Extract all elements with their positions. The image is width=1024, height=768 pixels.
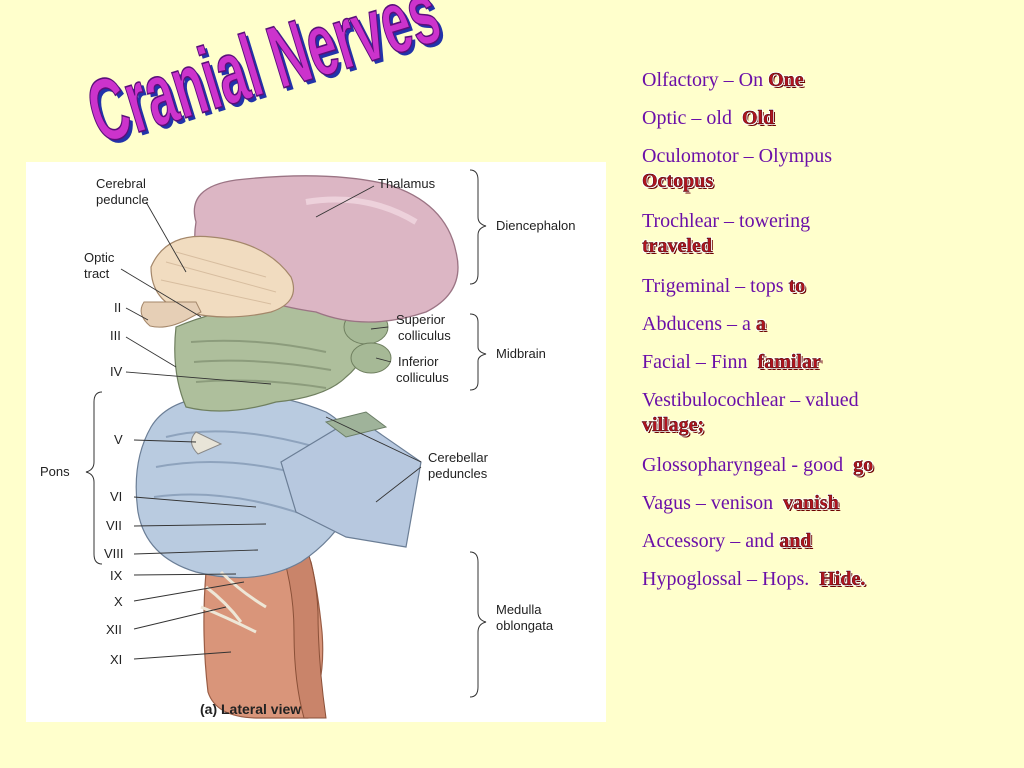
mnemonic-word: a — [755, 313, 766, 335]
label-cerebral-peduncle-2: peduncle — [96, 192, 149, 207]
label-superior-colliculus-1: Superior — [396, 312, 446, 327]
slide-title-text: Cranial Nerves — [77, 0, 451, 163]
label-cerebellar-peduncles-1: Cerebellar — [428, 450, 489, 465]
label-pons: Pons — [40, 464, 70, 479]
nerve-text: Glossopharyngeal - good — [642, 454, 844, 476]
label-xii: XII — [106, 622, 122, 637]
nerve-text: Trigeminal – tops — [642, 275, 784, 297]
mnemonic-row: Hypoglossal – Hops. Hide. — [642, 567, 1017, 592]
mnemonic-row: Trigeminal – tops to — [642, 274, 1017, 299]
mnemonic-row: Facial – Finn familar — [642, 350, 1017, 375]
mnemonic-list: Olfactory – On One Optic – old Old Oculo… — [642, 68, 1017, 605]
label-viii: VIII — [104, 546, 124, 561]
label-ii: II — [114, 300, 121, 315]
label-inferior-colliculus-1: Inferior — [398, 354, 439, 369]
nerve-text: Vagus – venison — [642, 492, 774, 514]
lower-nerves-shape — [200, 570, 267, 634]
peduncle-top-shape — [324, 411, 388, 438]
label-vii: VII — [106, 518, 122, 533]
mnemonic-row: Glossopharyngeal - good go — [642, 453, 1017, 478]
mnemonic-word: Octopus — [642, 170, 714, 192]
label-thalamus: Thalamus — [378, 176, 436, 191]
nerve-text: Vestibulocochlear – valued — [642, 389, 859, 411]
mnemonic-row: Abducens – a a — [642, 312, 1017, 337]
mnemonic-word: familar — [757, 351, 821, 373]
midbrain-striations — [190, 339, 332, 389]
mnemonic-row: Olfactory – On One — [642, 68, 1017, 93]
nerve-text: Optic – old — [642, 107, 732, 129]
mnemonic-row: Vagus – venison vanish — [642, 491, 1017, 516]
mnemonic-word: and — [779, 530, 812, 552]
inferior-colliculus-shape — [350, 342, 392, 374]
mnemonic-word: One — [768, 69, 804, 91]
mnemonic-row: Accessory – and and — [642, 529, 1017, 554]
nerve-text: Trochlear – towering — [642, 210, 811, 232]
thalamus-highlight — [305, 196, 418, 225]
mnemonic-row: Vestibulocochlear – valued village; — [642, 388, 1017, 438]
brainstem-figure: Cerebral peduncle Thalamus Diencephalon … — [26, 162, 606, 722]
label-diencephalon: Diencephalon — [496, 218, 576, 233]
mnemonic-row: Optic – old Old — [642, 106, 1017, 131]
nerve-text: Oculomotor – Olympus — [642, 145, 832, 167]
leader-lines — [120, 185, 422, 660]
mnemonic-word: Hide. — [819, 568, 866, 590]
label-ix: IX — [110, 568, 123, 583]
label-midbrain: Midbrain — [496, 346, 546, 361]
mnemonic-word: village; — [642, 414, 705, 436]
region-brackets — [85, 169, 487, 698]
mnemonic-row: Trochlear – towering traveled — [642, 209, 1017, 259]
slide-title: Cranial Nerves Cranial Nerves — [76, 0, 454, 166]
label-iii: III — [110, 328, 121, 343]
label-medulla-oblongata-2: oblongata — [496, 618, 554, 633]
mnemonic-word: vanish — [783, 492, 839, 514]
medulla-pyramid-shape — [275, 533, 327, 719]
mnemonic-word: Old — [742, 107, 775, 129]
nerve-text: Facial – Finn — [642, 351, 748, 373]
mnemonic-row: Oculomotor – Olympus Octopus — [642, 144, 1017, 194]
label-iv: IV — [110, 364, 123, 379]
label-cerebellar-peduncles-2: peduncles — [428, 466, 488, 481]
label-x: X — [114, 594, 123, 609]
mnemonic-word: traveled — [642, 235, 712, 257]
label-superior-colliculus-2: colliculus — [398, 328, 451, 343]
peduncle-texture — [160, 251, 277, 305]
figure-caption: (a) Lateral view — [200, 701, 301, 717]
label-xi: XI — [110, 652, 122, 667]
label-v: V — [114, 432, 123, 447]
nerve-text: Abducens – a — [642, 313, 751, 335]
nerve-text: Olfactory – On — [642, 69, 764, 91]
nerve-text: Hypoglossal – Hops. — [642, 568, 810, 590]
label-inferior-colliculus-2: colliculus — [396, 370, 449, 385]
label-vi: VI — [110, 489, 122, 504]
label-optic-tract-1: Optic — [84, 250, 115, 265]
mnemonic-word: go — [853, 454, 874, 476]
label-optic-tract-2: tract — [84, 266, 110, 281]
label-cerebral-peduncle-1: Cerebral — [96, 176, 146, 191]
nerve-text: Accessory – and — [642, 530, 775, 552]
label-medulla-oblongata-1: Medulla — [496, 602, 542, 617]
mnemonic-word: to — [788, 275, 806, 297]
trigeminal-nerve-shape — [191, 431, 223, 455]
